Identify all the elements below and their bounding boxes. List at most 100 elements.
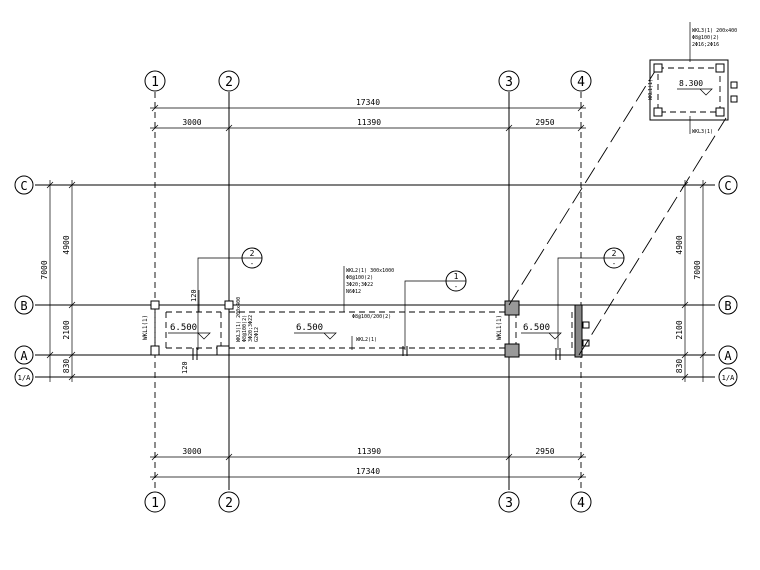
dim-small: 120 [181, 361, 189, 374]
dimension-bottom: 3000 11390 2950 17340 [150, 447, 586, 481]
beam-label: WKL1(1) [142, 315, 149, 340]
level-label: 6.500 [523, 323, 550, 333]
detail-leaders [508, 67, 727, 356]
grid-label: 3 [505, 496, 513, 511]
beam-label-line: G2Φ12 [254, 327, 260, 342]
grid-bubble [718, 345, 738, 365]
grid-label: 1/A [18, 374, 31, 382]
grid-label: B [20, 299, 27, 313]
column [504, 300, 520, 316]
dim-span: 11390 [357, 447, 381, 456]
grid-label: 1/A [722, 374, 735, 382]
wall-segment [574, 304, 583, 358]
bracket [582, 321, 590, 329]
grid-bubble [14, 345, 34, 365]
column [150, 345, 160, 356]
dim-span: 4900 [675, 235, 684, 254]
detail-box: 8.300 WKL3(1) 200x400 Φ8@100(2) 2Φ16;2Φ1… [648, 22, 738, 135]
beam-label-line: Φ8@100(2) [692, 35, 719, 41]
dim-span: 830 [62, 359, 71, 374]
dimension-left: 7000 4900 2100 830 [40, 180, 76, 382]
small-dimensions: 120 120 [181, 289, 200, 374]
row-bubbles-left: C B A 1/A [14, 175, 34, 387]
grid-label: C [20, 179, 27, 193]
dimension-top: 17340 3000 11390 2950 [150, 98, 586, 132]
beam-label: WKL3(1) [692, 129, 713, 135]
section-sub: - [454, 283, 458, 291]
bracket [730, 95, 738, 103]
dim-total: 7000 [693, 260, 702, 279]
beam-label-line: Φ8@100/200(2) [352, 314, 391, 320]
dim-total: 7000 [40, 260, 49, 279]
grid-label: 2 [225, 496, 233, 511]
dim-span: 830 [675, 359, 684, 374]
column [653, 63, 663, 73]
beam-bay-left [154, 304, 230, 356]
dim-span: 4900 [62, 235, 71, 254]
column [653, 107, 663, 117]
column [504, 343, 520, 358]
dim-span: 2950 [535, 447, 554, 456]
beam-label-line: WKL3(1) 200x400 [692, 28, 737, 34]
dim-span: 2100 [675, 320, 684, 339]
grid-bubble [498, 491, 520, 513]
grid-label: 4 [577, 496, 585, 511]
grid-label: A [20, 349, 28, 363]
section-number: 2 [612, 249, 617, 258]
row-bubbles-right: C B A 1/A [718, 175, 738, 387]
level-label: 8.300 [679, 79, 703, 88]
grid-label: 4 [577, 75, 585, 90]
grid-bubble [14, 367, 34, 387]
beam-label-line: 3Φ20;3Φ22 [248, 315, 254, 342]
grid-bubble [570, 70, 592, 92]
grid-label: 1 [151, 75, 159, 90]
beam-label-line: N6Φ12 [346, 289, 361, 295]
dim-span: 3000 [182, 447, 201, 456]
grid-label: 2 [225, 75, 233, 90]
beam-label-line: 3Φ20;3Φ22 [346, 282, 373, 288]
section-sub: - [612, 260, 616, 268]
dim-total: 17340 [356, 98, 380, 107]
beam-label: WKL1(1) [496, 315, 503, 340]
section-sub: - [250, 260, 254, 268]
dim-total: 17340 [356, 467, 380, 476]
grid-bubble [14, 295, 34, 315]
beam-label-line: Φ8@100(2) [346, 275, 373, 281]
grid-label: C [724, 179, 731, 193]
grid-bubble [718, 295, 738, 315]
beam-label: WKL1(1) [648, 79, 654, 100]
dim-span: 2950 [535, 118, 554, 127]
beam-label-line: WKL2(1) [356, 337, 377, 343]
grid-bubble [144, 70, 166, 92]
section-number: 2 [250, 249, 255, 258]
section-number: 1 [454, 272, 459, 281]
beam-label-line: WKL3(1) 200x400 [236, 297, 242, 342]
grid-label: 1 [151, 496, 159, 511]
beam-label-line: 2Φ16;2Φ16 [692, 42, 719, 48]
level-label: 6.500 [170, 323, 197, 333]
grid-bubble [218, 70, 240, 92]
beam-labels: WKL1(1) WKL1(1) WKL3(1) 200x400 Φ8@100(2… [142, 266, 503, 350]
grid-bubble [498, 70, 520, 92]
grid-label: B [724, 299, 731, 313]
column-bubbles-top: 1 2 3 4 [144, 70, 592, 92]
column [715, 107, 725, 117]
column [150, 300, 160, 310]
dimension-right: 4900 2100 830 7000 [675, 180, 707, 382]
column [224, 300, 234, 310]
grid-label: A [724, 349, 732, 363]
column-bubbles-bottom: 1 2 3 4 [144, 491, 592, 513]
bracket [730, 81, 738, 89]
grid-bubble [144, 491, 166, 513]
grid-label: 3 [505, 75, 513, 90]
dim-span: 3000 [182, 118, 201, 127]
column [715, 63, 725, 73]
grid-column-lines [154, 92, 582, 490]
detail-frame [649, 59, 729, 121]
dim-span: 11390 [357, 118, 381, 127]
grid-bubble [570, 491, 592, 513]
detail-beam [657, 67, 721, 113]
grid-bubble [14, 175, 34, 195]
beam-label-line: WKL2(1) 300x1000 [346, 268, 394, 274]
